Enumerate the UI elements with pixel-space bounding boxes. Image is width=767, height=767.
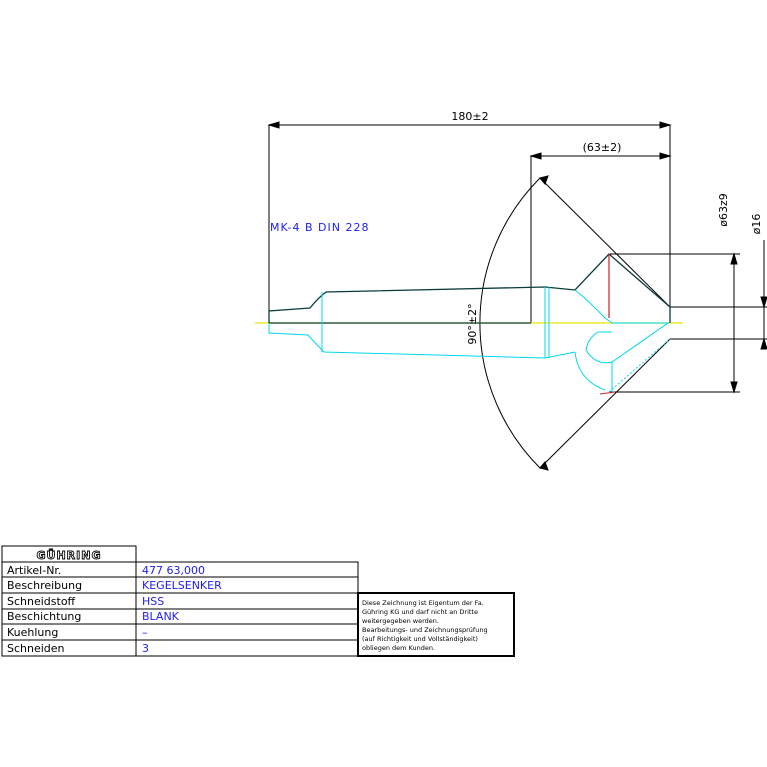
row-value: 477 63,000 <box>142 564 205 577</box>
row-value: BLANK <box>142 610 180 623</box>
row-value: – <box>142 626 148 639</box>
note-line: Gühring KG und darf nicht an Dritte <box>362 608 478 616</box>
row-label: Kuehlung <box>7 626 58 639</box>
row-value: HSS <box>142 595 164 608</box>
dimension-cone-length <box>529 152 672 323</box>
guehring-logo: GÜHRING <box>37 548 102 562</box>
diameter-outer-label: ø63z9 <box>717 193 730 227</box>
dimension-diameter-inner <box>670 240 767 350</box>
row-value: 3 <box>142 642 149 655</box>
row-label: Schneiden <box>7 642 65 655</box>
angle-label: 90°±2° <box>466 303 479 344</box>
shank-lower-cyan <box>268 323 576 359</box>
cone-length-label: (63±2) <box>583 141 622 154</box>
note-line: Diese Zeichnung ist Eigentum der Fa. <box>362 599 484 607</box>
row-value: KEGELSENKER <box>142 579 222 592</box>
overall-length-label: 180±2 <box>451 110 488 123</box>
note-line: Bearbeitungs- und Zeichnungsprüfung <box>362 626 488 634</box>
note-line: obliegen dem Kunden. <box>362 644 435 652</box>
row-label: Artikel-Nr. <box>7 564 61 577</box>
shank-outline <box>268 253 671 323</box>
dimension-overall-length <box>267 121 672 323</box>
note-line: (auf Richtigkeit und Vollständigkeit) <box>362 635 478 643</box>
ownership-note-box <box>357 592 515 657</box>
row-label: Schneidstoff <box>7 595 76 608</box>
taper-label: MK-4 B DIN 228 <box>270 221 370 234</box>
dimension-diameter-outer <box>610 252 740 394</box>
row-label: Beschreibung <box>7 579 82 592</box>
row-label: Beschichtung <box>7 610 81 623</box>
diameter-inner-label: ø16 <box>750 214 763 235</box>
title-block: GÜHRING Artikel-Nr. 477 63,000 Beschreib… <box>1 545 515 657</box>
note-line: weitergegeben werden. <box>362 617 439 625</box>
